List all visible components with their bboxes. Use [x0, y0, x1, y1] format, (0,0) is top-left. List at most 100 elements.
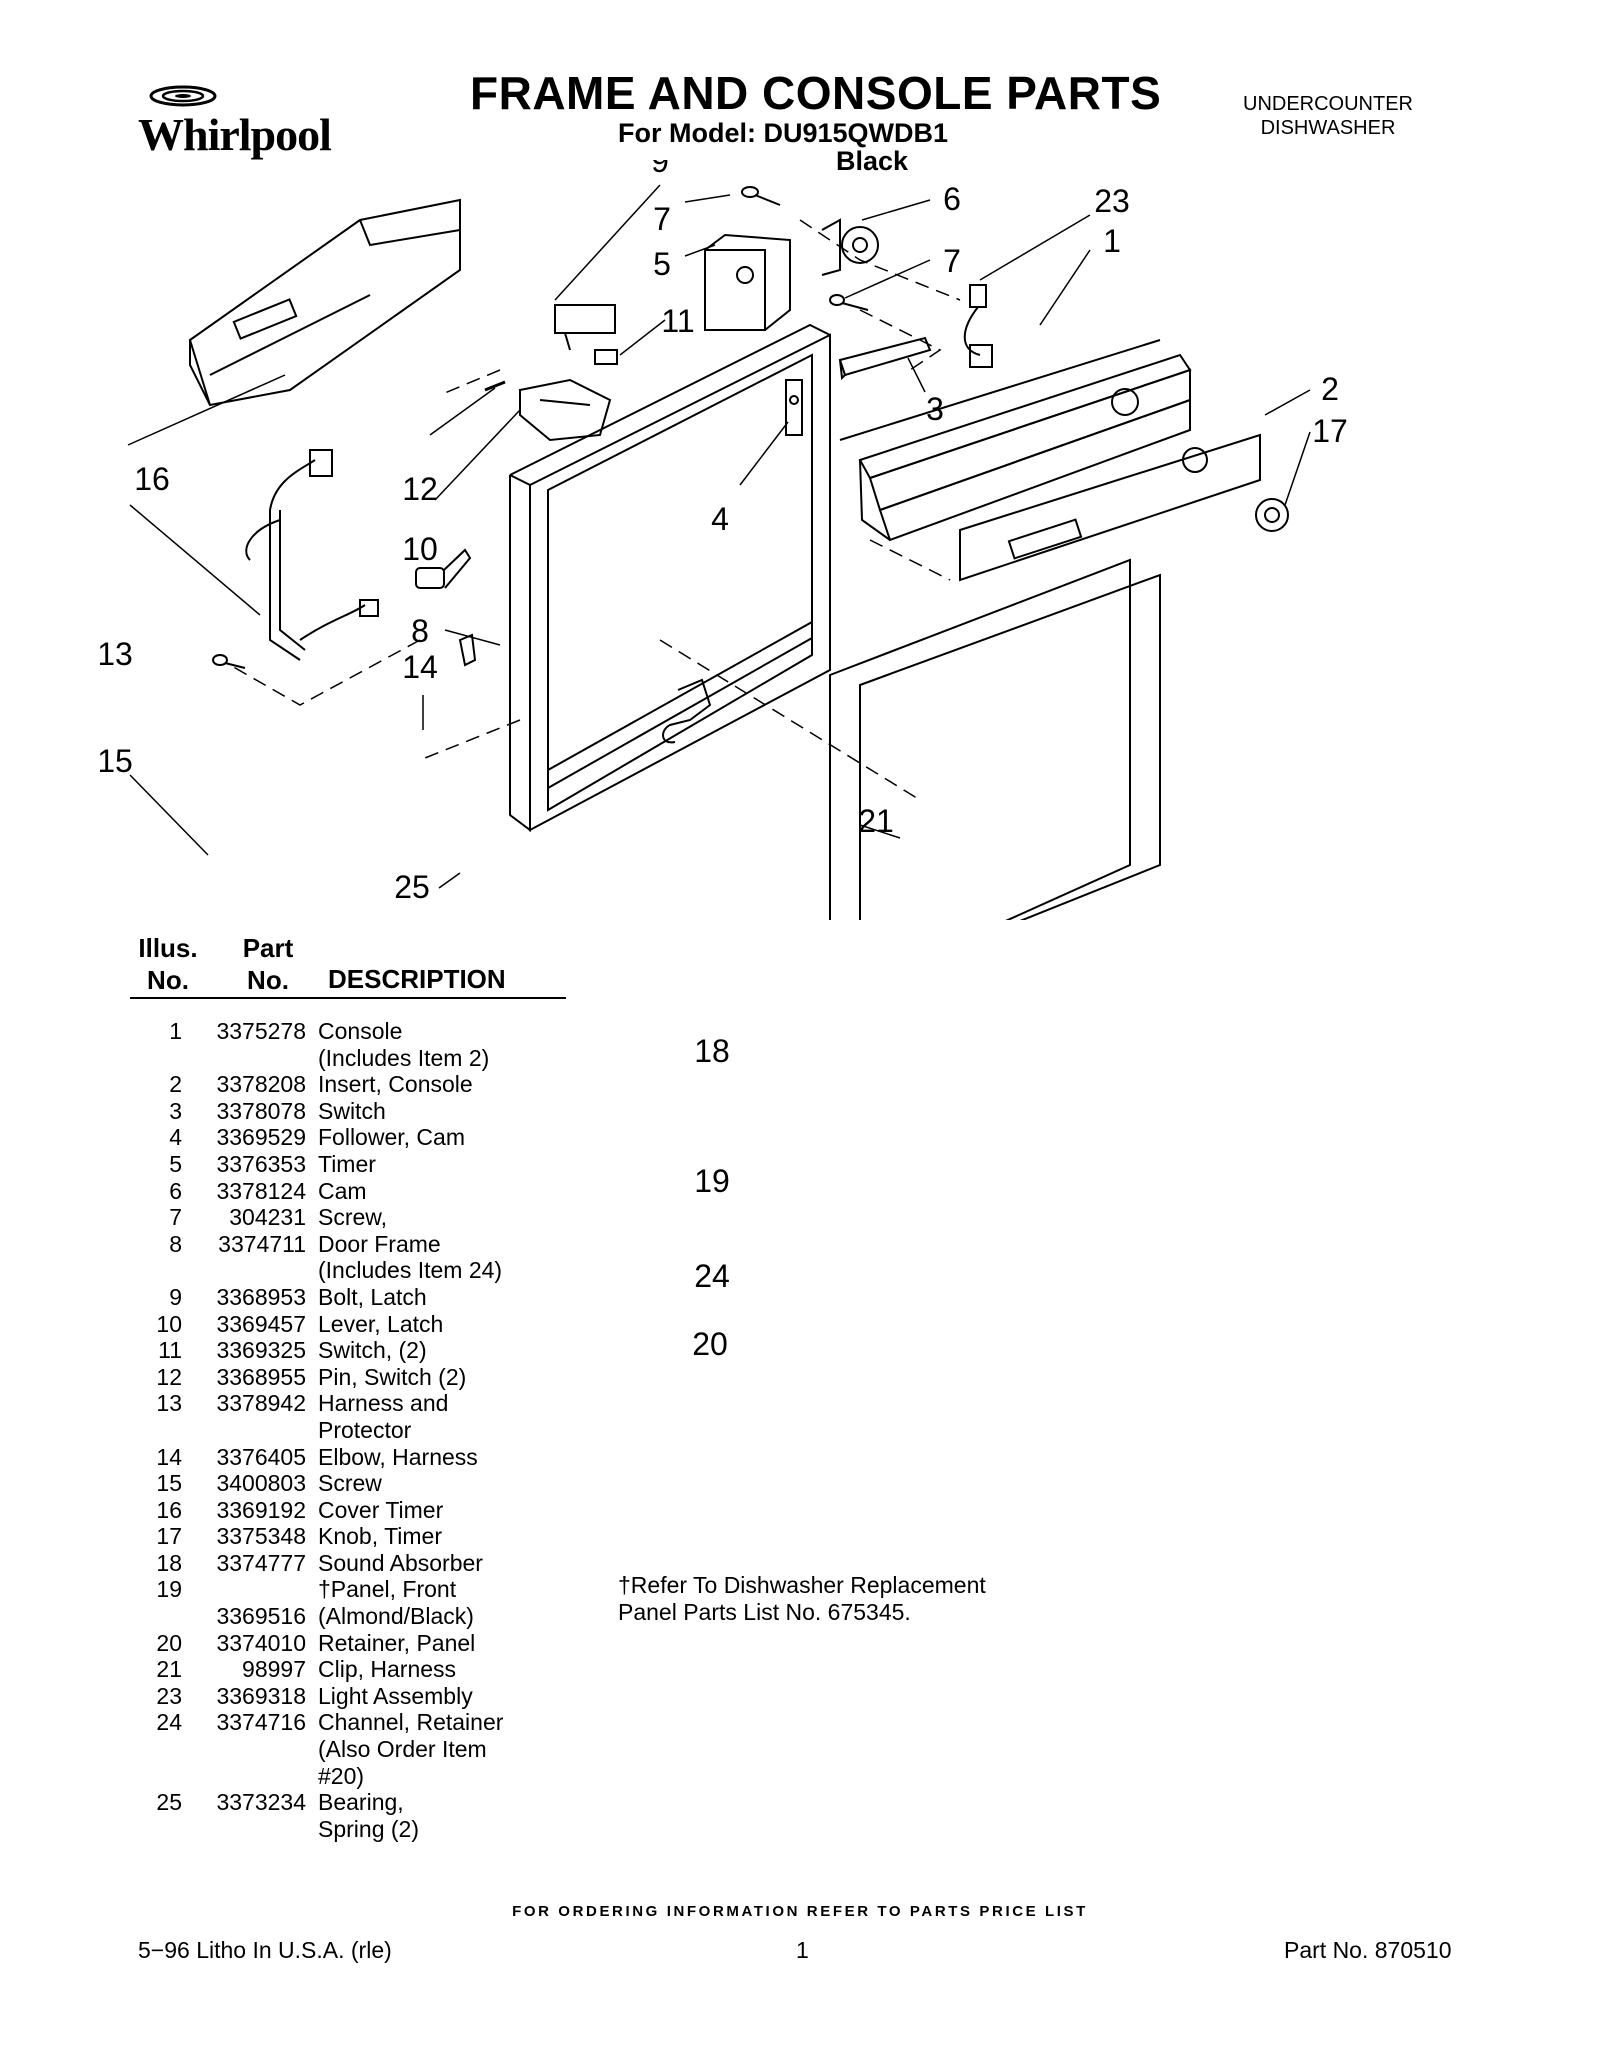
part-description: (Includes Item 2): [318, 1044, 490, 1071]
callout-20: 20: [692, 1326, 728, 1362]
callout-24: 24: [694, 1258, 730, 1294]
cover-timer-part: [188, 198, 461, 407]
part-number: 304231: [229, 1204, 306, 1231]
illus-number: 17: [156, 1523, 182, 1550]
part-number: 3369318: [216, 1682, 306, 1709]
table-row: (Also Order Item: [120, 1736, 560, 1763]
part-description: #20): [318, 1762, 365, 1789]
illus-number: [120, 1045, 182, 1072]
sound-absorber-part: [829, 558, 1131, 920]
callout-15: 15: [100, 743, 133, 779]
part-number: 3369457: [216, 1310, 306, 1337]
callout-11: 11: [661, 303, 694, 339]
part-number: 98997: [242, 1656, 306, 1683]
screw-top-part: [741, 186, 781, 206]
table-row: 21 98997 Clip, Harness: [120, 1656, 560, 1683]
callout-21: 21: [858, 803, 894, 839]
table-row: 9 3368953 Bolt, Latch: [120, 1284, 560, 1311]
part-number: 3378078: [216, 1097, 306, 1124]
timer-part: [704, 233, 791, 331]
illus-number: 21: [156, 1656, 182, 1683]
part-number: 3378124: [216, 1177, 306, 1204]
illus-number: 9: [169, 1283, 182, 1310]
table-row: 3369516(Almond/Black): [120, 1603, 560, 1630]
table-row: (Includes Item 24): [120, 1257, 560, 1284]
page-number: 1: [796, 1937, 809, 1963]
harness-clip-part: [662, 678, 712, 744]
illus-number: [120, 1257, 182, 1284]
callout-7b: 7: [943, 243, 961, 279]
litho-info: 5−96 Litho In U.S.A. (rle): [138, 1937, 392, 1963]
illus-number: 20: [156, 1629, 182, 1656]
page-title: FRAME AND CONSOLE PARTS: [470, 67, 1162, 119]
model-color: Black: [836, 146, 909, 176]
part-description: (Includes Item 24): [318, 1257, 503, 1284]
document-part-number: Part No. 870510: [1284, 1937, 1452, 1963]
callout-2: 2: [1321, 371, 1339, 407]
callout-10: 10: [402, 531, 438, 567]
part-description: Screw: [318, 1470, 382, 1497]
part-number: 3374010: [216, 1629, 306, 1656]
diagram-callouts-lower: 16 12 10 4 8 13 14 15 25 21 18 19 24 20: [100, 461, 894, 1362]
part-number: 3368953: [216, 1283, 306, 1310]
ordering-info: FOR ORDERING INFORMATION REFER TO PARTS …: [512, 1903, 1088, 1920]
screw-right-part: [829, 294, 869, 311]
switch-part: [838, 336, 932, 381]
callout-12: 12: [402, 471, 438, 507]
part-number: 3375278: [216, 1018, 306, 1044]
illus-number: 4: [169, 1124, 182, 1151]
brand-name: Whirlpool: [138, 109, 332, 160]
part-description: Clip, Harness: [318, 1656, 457, 1683]
part-number: [182, 1576, 306, 1603]
callout-14: 14: [402, 649, 438, 685]
illus-number: 2: [169, 1071, 182, 1098]
callout-7a: 7: [653, 201, 671, 237]
table-row: Spring (2): [120, 1816, 560, 1843]
table-row: 3 3378078 Switch: [120, 1098, 560, 1125]
part-description: Channel, Retainer: [318, 1709, 504, 1736]
part-description: Bolt, Latch: [318, 1283, 427, 1310]
latch-lever-part: [519, 378, 612, 442]
part-number: [182, 1417, 306, 1444]
part-description: Screw,: [318, 1204, 388, 1231]
part-description: Knob, Timer: [318, 1523, 442, 1550]
part-number: 3368955: [216, 1363, 306, 1390]
part-description: Light Assembly: [318, 1682, 473, 1709]
part-number: [182, 1257, 306, 1284]
callout-13: 13: [100, 636, 133, 672]
part-number: [182, 1045, 306, 1072]
console-insert-part: [959, 433, 1261, 582]
callout-3: 3: [926, 391, 944, 427]
part-number: 3378942: [216, 1390, 306, 1417]
part-description: Cover Timer: [318, 1496, 444, 1523]
callout-4: 4: [711, 501, 729, 537]
model-line: For Model: DU915QWDB1: [618, 118, 949, 148]
part-description: Cam: [318, 1177, 367, 1204]
part-description: Switch: [318, 1097, 386, 1124]
part-description: Timer: [318, 1150, 376, 1177]
part-number: 3373234: [216, 1789, 306, 1816]
illus-number: [120, 1603, 182, 1630]
part-description: Retainer, Panel: [318, 1629, 476, 1656]
timer-knob-part: [1255, 498, 1289, 532]
illus-number: [120, 1816, 182, 1843]
product-type: UNDERCOUNTER DISHWASHER: [1243, 93, 1413, 139]
part-number: 3376353: [216, 1150, 306, 1177]
part-number: [182, 1763, 306, 1790]
illus-number: 3: [169, 1097, 182, 1124]
cam-follower-part: [785, 379, 803, 436]
part-description: (Also Order Item: [318, 1736, 487, 1763]
screw-bottom-part: [212, 654, 246, 669]
swirl-logo-icon: [149, 85, 217, 107]
